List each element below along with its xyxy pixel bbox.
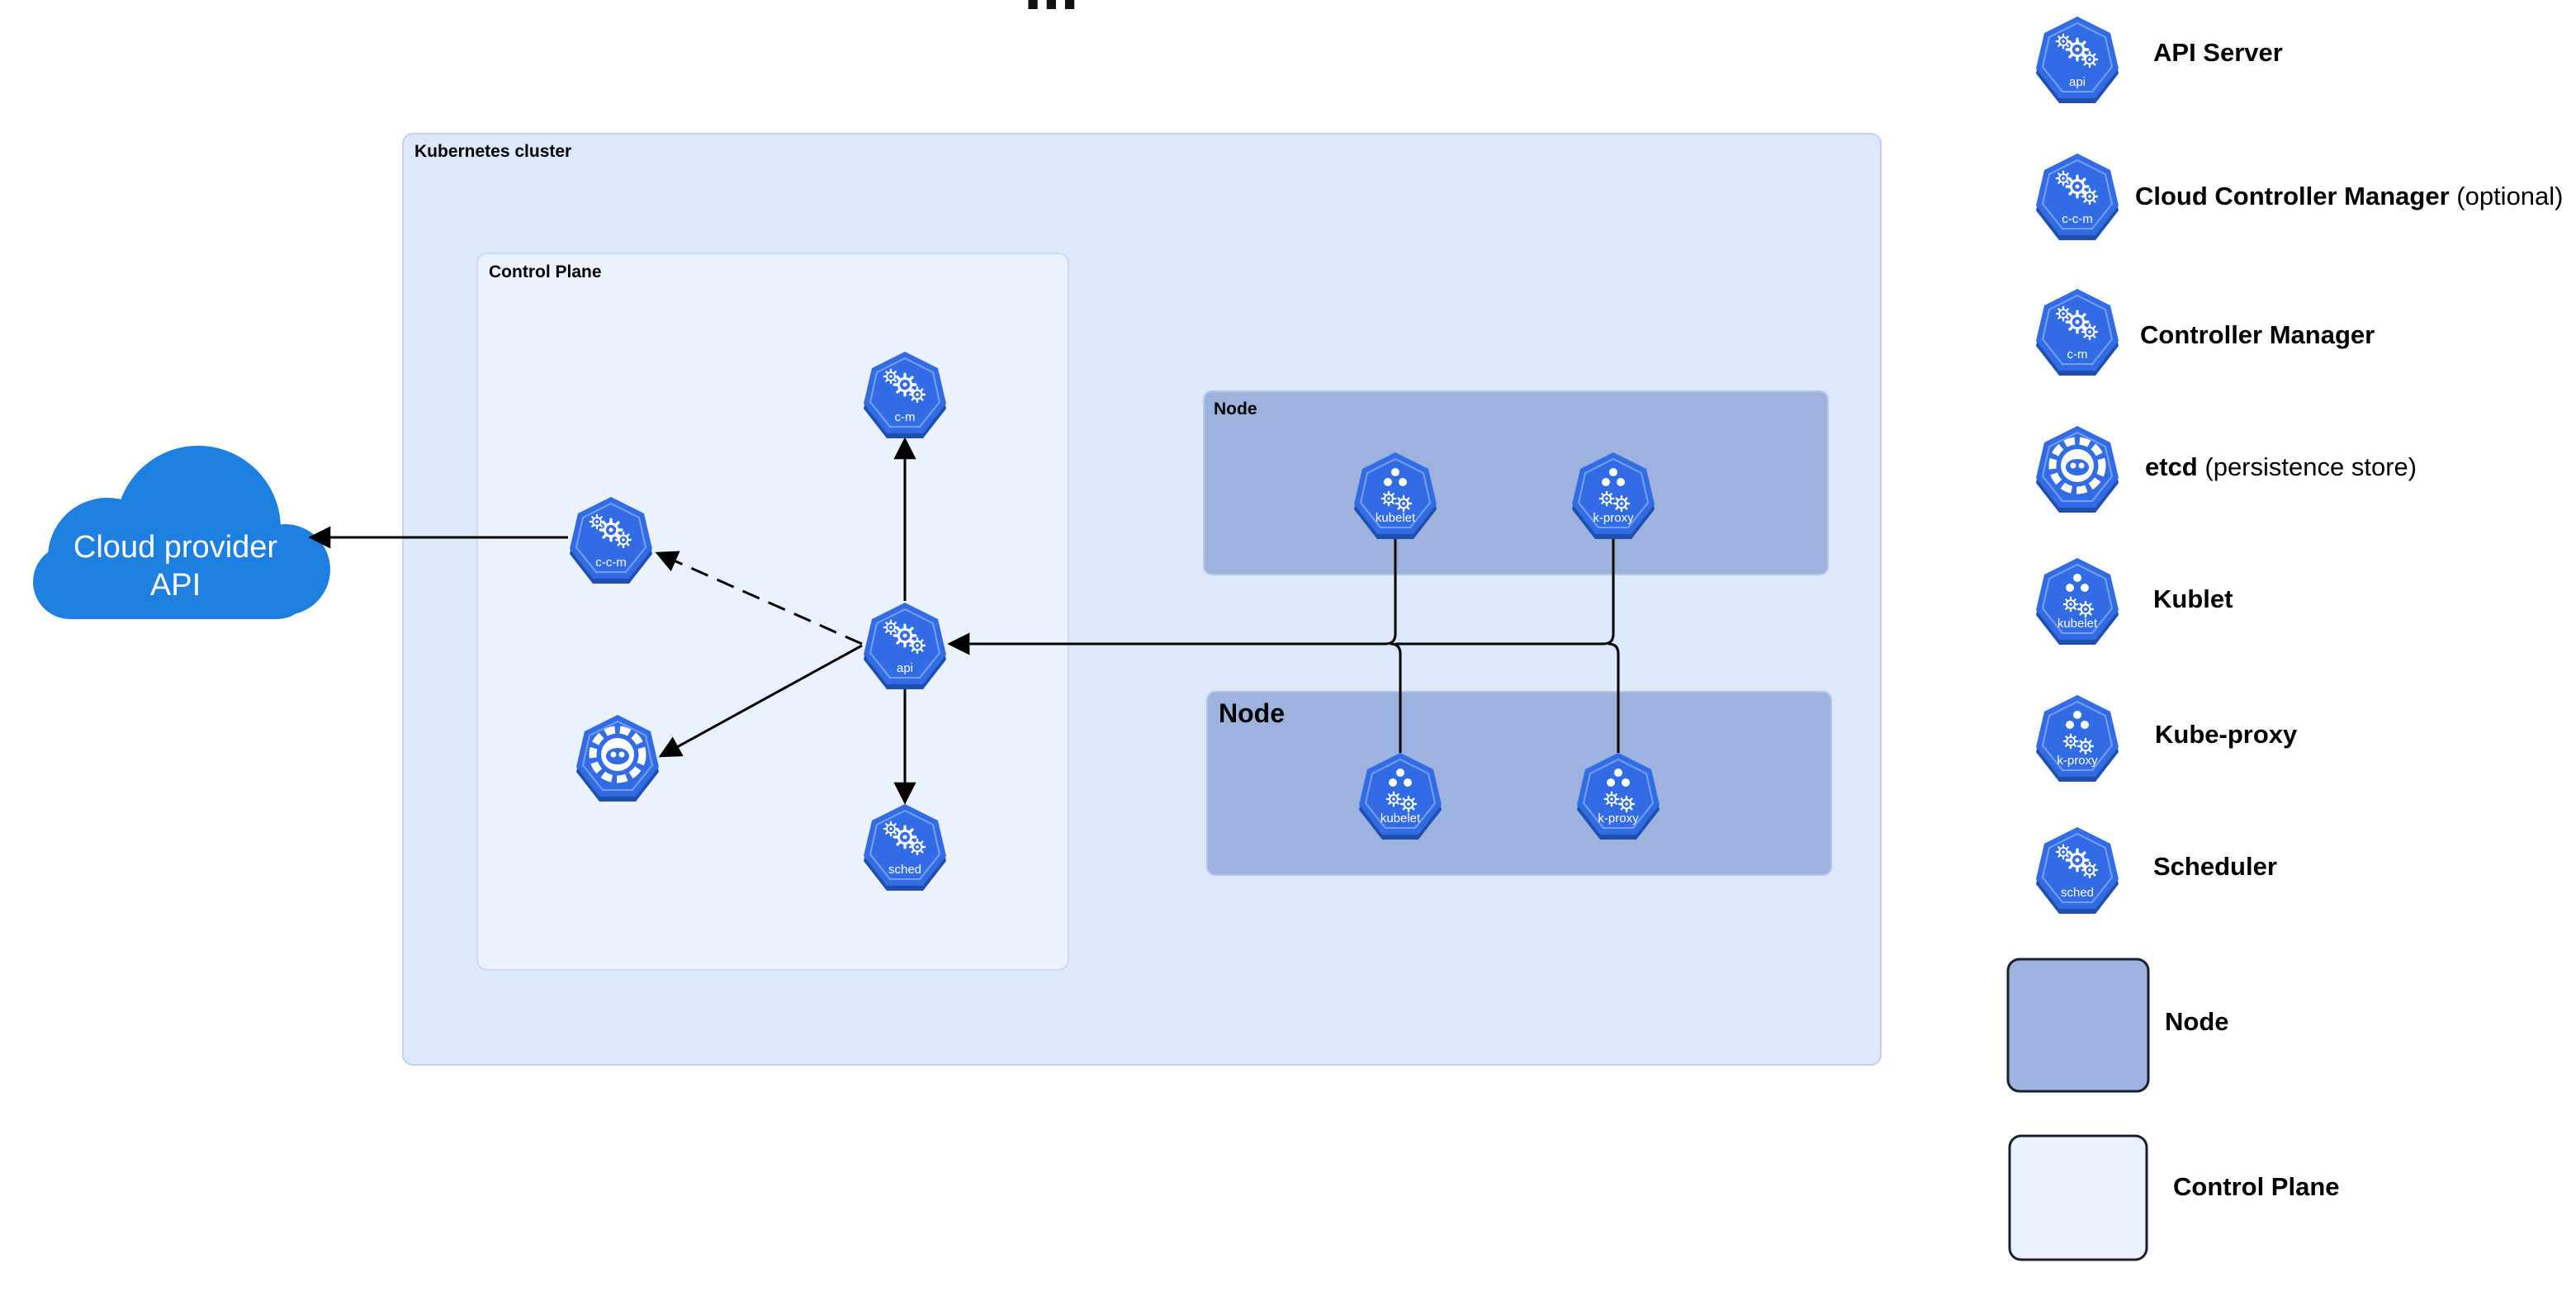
legend-controller-manager-label: Controller Manager <box>2140 320 2375 349</box>
kproxy2-abbr: k-proxy <box>1598 811 1639 825</box>
legend-cm-abbr: c-m <box>2067 348 2088 362</box>
kubernetes-cluster-label: Kubernetes cluster <box>414 142 572 161</box>
legend-kproxy-abbr: k-proxy <box>2057 754 2098 768</box>
legend-sched-abbr: sched <box>2061 886 2094 900</box>
legend-kubelet-icon: kubelet <box>2035 557 2119 646</box>
control-plane-label: Control Plane <box>489 263 602 281</box>
legend-kube-proxy-icon: k-proxy <box>2035 694 2119 783</box>
legend-control-plane-label: Control Plane <box>2173 1172 2340 1201</box>
cloud-controller-manager-icon: c-c-m <box>569 496 653 584</box>
scheduler-icon: sched <box>863 803 947 892</box>
ccm-abbr: c-c-m <box>595 556 627 570</box>
legend-kube-proxy-label: Kube-proxy <box>2155 720 2298 749</box>
node-region-2 <box>1206 691 1832 876</box>
legend-scheduler-label: Scheduler <box>2153 852 2277 881</box>
legend-scheduler-icon: sched <box>2035 826 2119 915</box>
legend-node-label: Node <box>2165 1007 2229 1036</box>
legend-kubelet-abbr: kubelet <box>2057 617 2098 631</box>
kube-proxy-icon-node1: k-proxy <box>1571 452 1655 540</box>
sched-abbr: sched <box>888 863 921 877</box>
legend-api-server-icon: api <box>2035 16 2119 104</box>
api-server-icon: api <box>863 602 947 690</box>
kproxy2-to-api-line <box>1608 642 1620 753</box>
api-to-etcd-arrow <box>658 644 863 758</box>
kproxy1-to-api-line <box>1395 535 1615 646</box>
title-fragment: ... <box>1024 0 1079 25</box>
kubelet2-abbr: kubelet <box>1380 811 1421 825</box>
legend-controller-manager-icon: c-m <box>2035 288 2119 376</box>
kubelet1-abbr: kubelet <box>1376 511 1416 525</box>
node1-label: Node <box>1214 400 1257 419</box>
legend-cloud-controller-manager-icon: c-c-m <box>2035 153 2119 241</box>
cloud-provider-line1: Cloud provider <box>73 530 278 565</box>
kubelet-icon-node2: kubelet <box>1358 752 1442 840</box>
legend-api-abbr: api <box>2069 75 2086 89</box>
cloud-provider-line2: API <box>149 568 201 603</box>
cm-abbr: c-m <box>895 410 916 424</box>
kproxy1-abbr: k-proxy <box>1593 511 1634 525</box>
cloud-provider-shape <box>33 446 330 619</box>
legend-ccm-abbr: c-c-m <box>2062 212 2093 226</box>
legend-node-swatch <box>2006 958 2150 1093</box>
connectors <box>308 437 1620 805</box>
node-region-1 <box>1203 390 1829 575</box>
kubelet1-to-api-line <box>947 535 1397 655</box>
legend-control-plane-swatch <box>2008 1134 2148 1261</box>
control-plane-region <box>476 253 1069 971</box>
legend-api-server-label: API Server <box>2153 38 2283 67</box>
legend-etcd-label: etcd (persistence store) <box>2145 452 2417 481</box>
kubelet-icon-node1: kubelet <box>1353 452 1437 540</box>
legend-kubelet-label: Kublet <box>2153 584 2233 613</box>
controller-manager-icon: c-m <box>863 351 947 439</box>
kubelet2-to-api-line <box>1390 642 1402 753</box>
legend-etcd-icon <box>2035 425 2119 513</box>
api-to-ccm-dashed-arrow <box>655 551 863 646</box>
node2-label: Node <box>1219 698 1285 728</box>
legend-cloud-controller-manager-label: Cloud Controller Manager (optional) <box>2135 182 2564 210</box>
cloud-provider-label: Cloud provider API <box>41 528 310 604</box>
kube-proxy-icon-node2: k-proxy <box>1576 752 1660 840</box>
api-abbr: api <box>897 661 913 675</box>
